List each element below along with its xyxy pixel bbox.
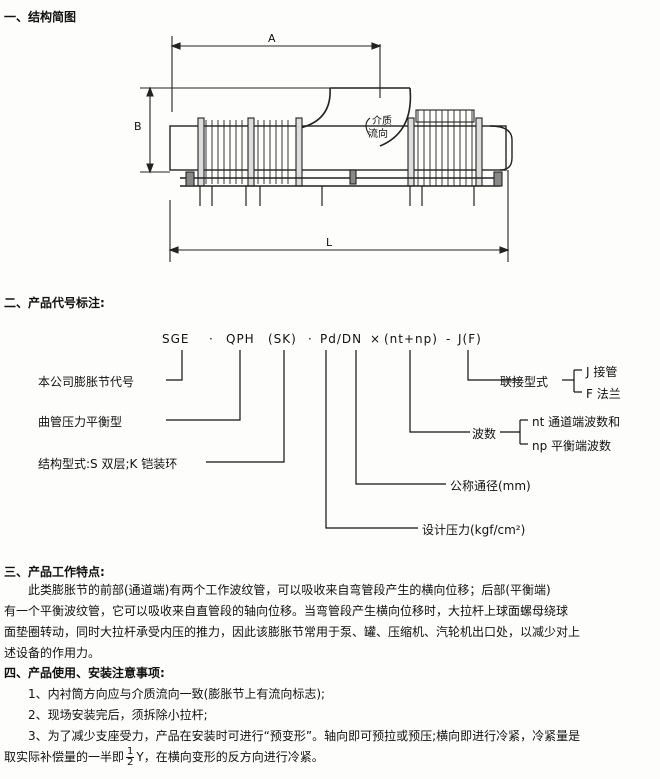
elbow-outer [379, 87, 412, 147]
leader-pd [325, 350, 418, 529]
section4-title: 四、产品使用、安装注意事项: [4, 666, 165, 680]
leader-sge [166, 350, 183, 381]
section3-title: 三、产品工作特点: [4, 565, 105, 579]
leader-sk [206, 350, 285, 463]
code-sge: SGE [162, 332, 190, 346]
code-dot2: · [308, 332, 313, 346]
section1-title: 一、结构简图 [4, 10, 77, 24]
label-type: 曲管压力平衡型 [38, 415, 123, 429]
sec3-line-4: 述设备的作用力。 [4, 646, 101, 660]
label-np-desc: np 平衡端波数 [532, 439, 612, 453]
sec4-item-3: 3、为了减少支座受力，产品在安装时可进行“预变形”。轴向即可预拉或预压;横向即进… [28, 729, 581, 743]
code-qph: QPH [226, 332, 255, 346]
dim-l-label: L [326, 236, 333, 249]
code-dash: - [446, 332, 452, 346]
rod-nut-1 [185, 171, 195, 187]
leader-nt-np [409, 350, 470, 433]
dim-b-label: B [134, 120, 142, 133]
main-shell [169, 125, 507, 171]
code-times: × [370, 332, 382, 346]
bellows-3-top [415, 109, 475, 123]
fraction-half: 1 2 [126, 746, 135, 768]
flow-arrow [365, 117, 371, 137]
leader-qph [166, 350, 241, 421]
dim-a-label: A [268, 32, 276, 45]
section3-body: 此类膨胀节的前部(通道端)有两个工作波纹管，可以吸收来自弯管段产生的横向位移；后… [4, 580, 656, 664]
label-j-desc: J 接管 [586, 365, 618, 379]
dim-a-arrow-left [170, 42, 181, 50]
code-nt-np: (nt+np) [384, 332, 438, 346]
label-structure: 结构型式:S 双层;K 铠装环 [38, 457, 178, 471]
sec4-item-1: 1、内衬筒方向应与介质流向一致(膨胀节上有流向标志); [28, 687, 326, 701]
label-connection: 联接型式 [500, 375, 549, 389]
section2-title: 二、产品代号标注: [4, 296, 105, 310]
sec3-line-3: 面垫圈转动，同时大拉杆承受内压的推力，因此该膨胀节常用于泵、罐、压缩机、汽轮机出… [4, 625, 581, 639]
sec3-line-2: 有一个平衡波纹管，它可以吸收来自直管段的轴向位移。当弯管段产生横向位移时，大拉杆… [4, 604, 569, 618]
code-jf: J(F) [458, 332, 482, 346]
label-nominal-diameter: 公称通径(mm) [450, 479, 531, 493]
flow-label-2: 流向 [368, 129, 388, 140]
code-sk: (SK) [268, 332, 297, 346]
bellows-1 [205, 120, 243, 184]
label-wave-count: 波数 [472, 427, 497, 441]
sec4-item-3-cont: 取实际补偿量的一半即 1 2 Y，在横向变形的反方向进行冷紧。 [4, 746, 324, 768]
section4-body: 1、内衬筒方向应与介质流向一致(膨胀节上有流向标志); 2、现场安装完后，须拆除… [4, 684, 656, 768]
leader-dn [355, 350, 446, 485]
bottom-studs [199, 186, 475, 206]
leader-jf [467, 350, 522, 381]
sec3-line-1: 此类膨胀节的前部(通道端)有两个工作波纹管，可以吸收来自弯管段产生的横向位移；后… [28, 583, 551, 597]
bellows-3 [417, 110, 473, 186]
bellows-2 [257, 120, 289, 184]
dim-a-arrow-right [371, 42, 382, 50]
label-design-pressure: 设计压力(kgf/cm²) [422, 523, 526, 537]
code-pddn: Pd/DN [320, 332, 363, 346]
code-dot1: · [209, 332, 214, 346]
label-nt-desc: nt 通道端波数和 [532, 415, 621, 429]
label-f-desc: F 法兰 [586, 387, 621, 401]
rod-nut-3 [349, 169, 357, 185]
label-company-code: 本公司膨胀节代号 [38, 375, 135, 389]
sec4-item-2: 2、现场安装完后，须拆除小拉杆; [28, 708, 208, 722]
end-cap [489, 125, 513, 171]
rod-nut-2 [493, 171, 503, 187]
flow-label-1: 介质 [372, 116, 392, 127]
